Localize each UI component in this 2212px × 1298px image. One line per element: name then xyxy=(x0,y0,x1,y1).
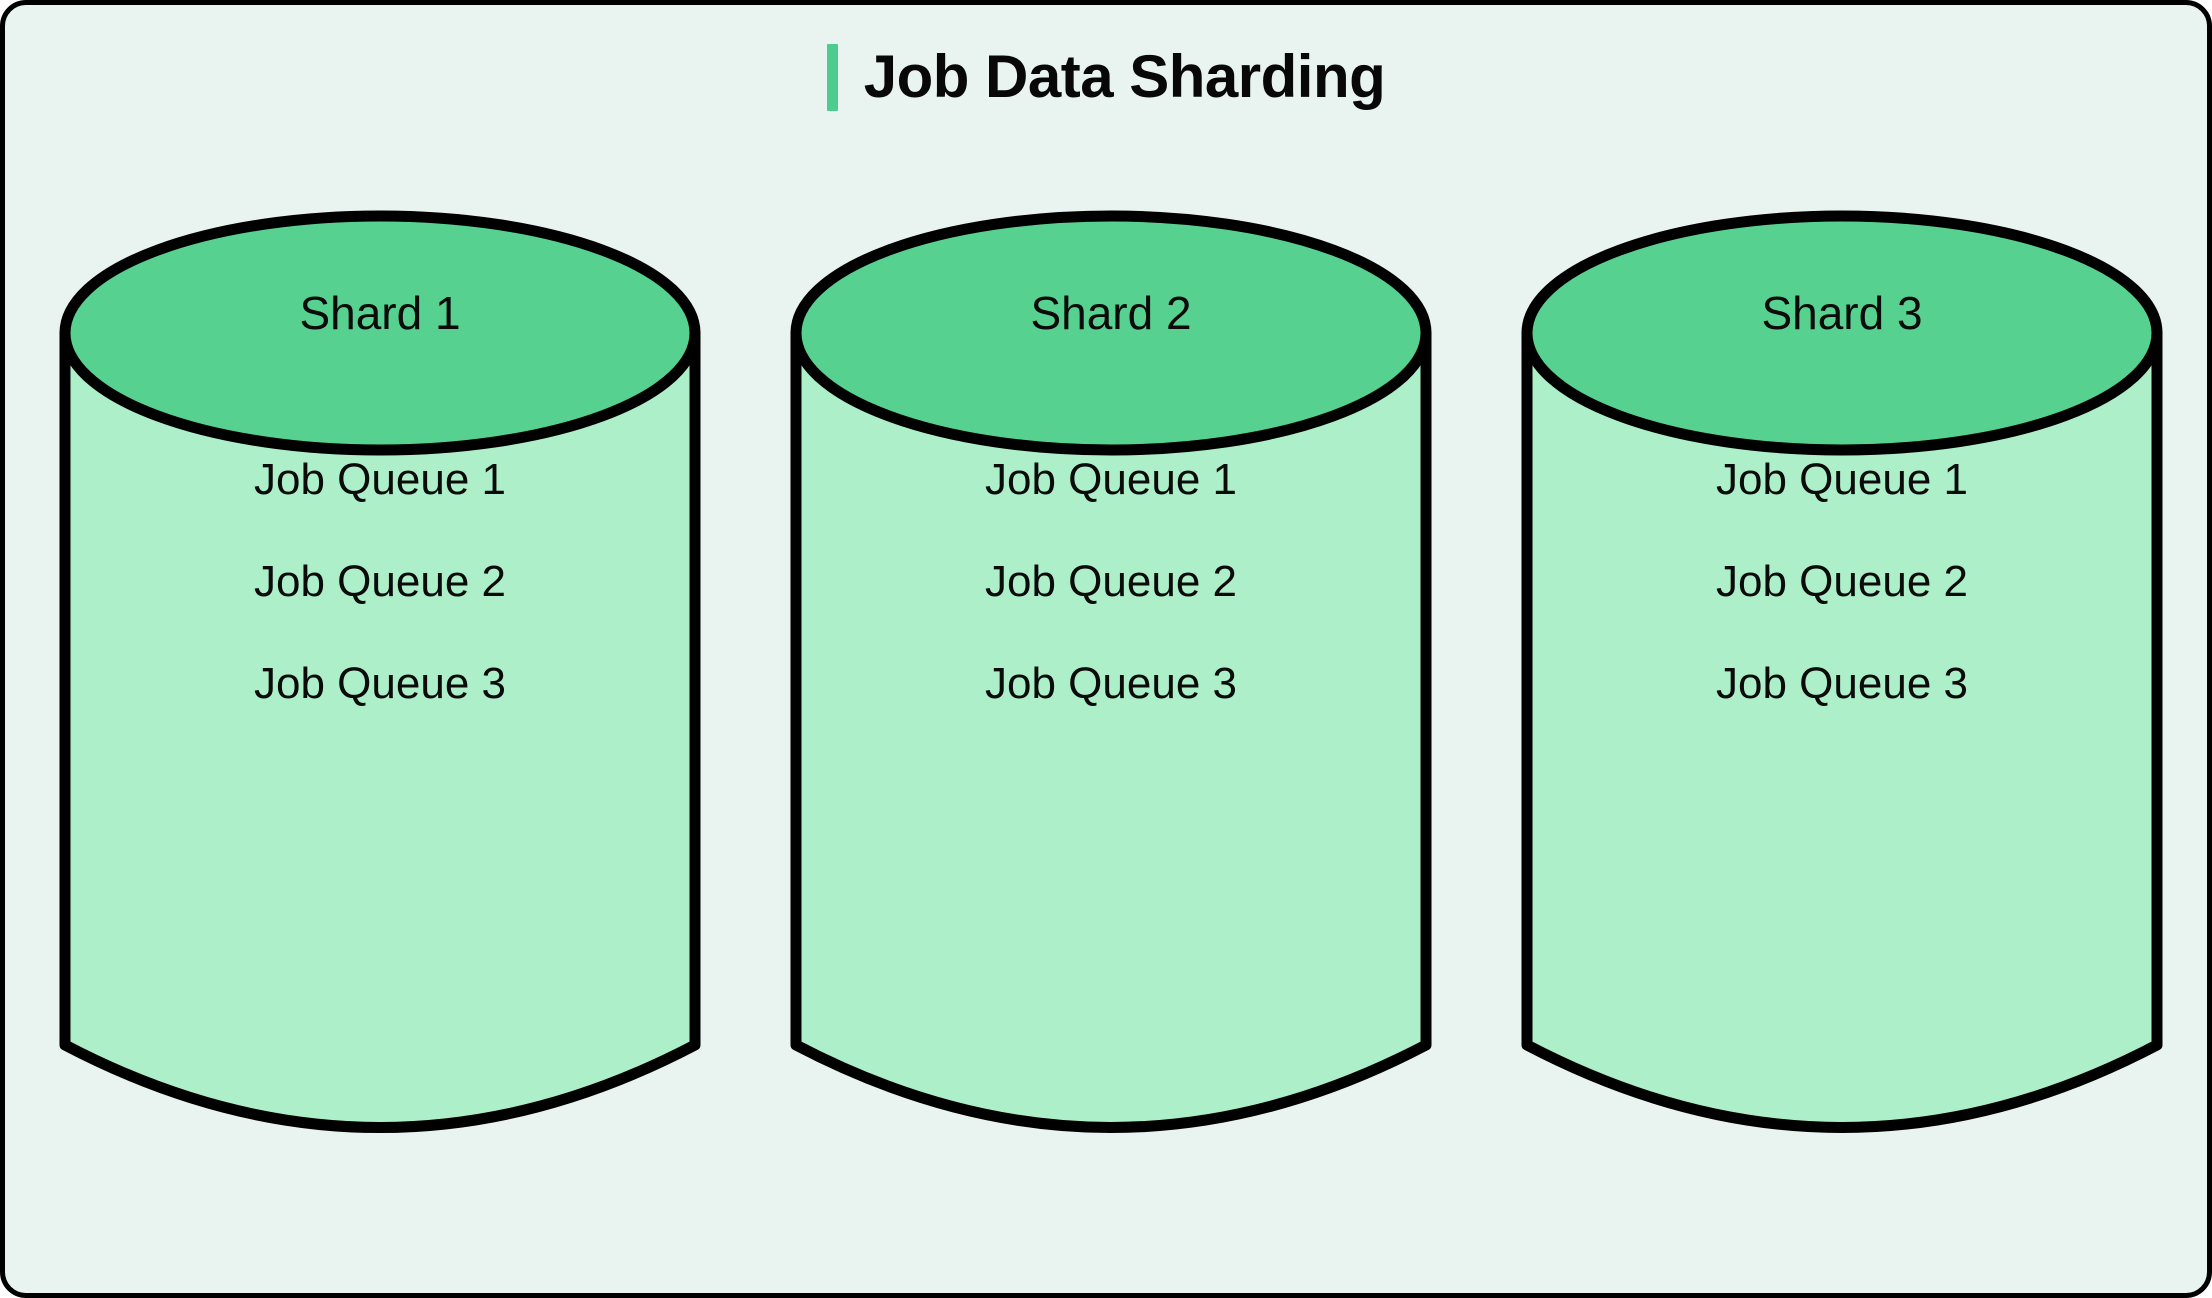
queue-item: Job Queue 1 xyxy=(1716,455,1968,504)
title-accent-bar xyxy=(826,43,838,111)
shard-title-1: Shard 1 xyxy=(299,287,461,339)
shard-cylinder-1[interactable]: Shard 1 Job Queue 1 Job Queue 2 Job Queu… xyxy=(59,210,701,1205)
queue-item: Job Queue 2 xyxy=(985,557,1237,606)
shard-title-3: Shard 3 xyxy=(1761,287,1923,339)
queue-item: Job Queue 3 xyxy=(254,659,506,708)
queue-item: Job Queue 3 xyxy=(985,659,1237,708)
shard-row: Shard 1 Job Queue 1 Job Queue 2 Job Queu… xyxy=(59,210,2163,1210)
shard-title-2: Shard 2 xyxy=(1030,287,1192,339)
queue-list-3: Job Queue 1 Job Queue 2 Job Queue 3 xyxy=(1521,458,2163,706)
shard-cylinder-2[interactable]: Shard 2 Job Queue 1 Job Queue 2 Job Queu… xyxy=(790,210,1432,1205)
shard-cylinder-3[interactable]: Shard 3 Job Queue 1 Job Queue 2 Job Queu… xyxy=(1521,210,2163,1205)
queue-list-2: Job Queue 1 Job Queue 2 Job Queue 3 xyxy=(790,458,1432,706)
queue-item: Job Queue 2 xyxy=(1716,557,1968,606)
page-title: Job Data Sharding xyxy=(5,31,2207,123)
cylinder-shape-2 xyxy=(790,210,1432,1133)
cylinder-shape-1 xyxy=(59,210,701,1133)
page-title-text: Job Data Sharding xyxy=(863,43,1386,110)
queue-item: Job Queue 2 xyxy=(254,557,506,606)
queue-item: Job Queue 1 xyxy=(985,455,1237,504)
queue-item: Job Queue 3 xyxy=(1716,659,1968,708)
queue-list-1: Job Queue 1 Job Queue 2 Job Queue 3 xyxy=(59,458,701,706)
cylinder-shape-3 xyxy=(1521,210,2163,1133)
queue-item: Job Queue 1 xyxy=(254,455,506,504)
